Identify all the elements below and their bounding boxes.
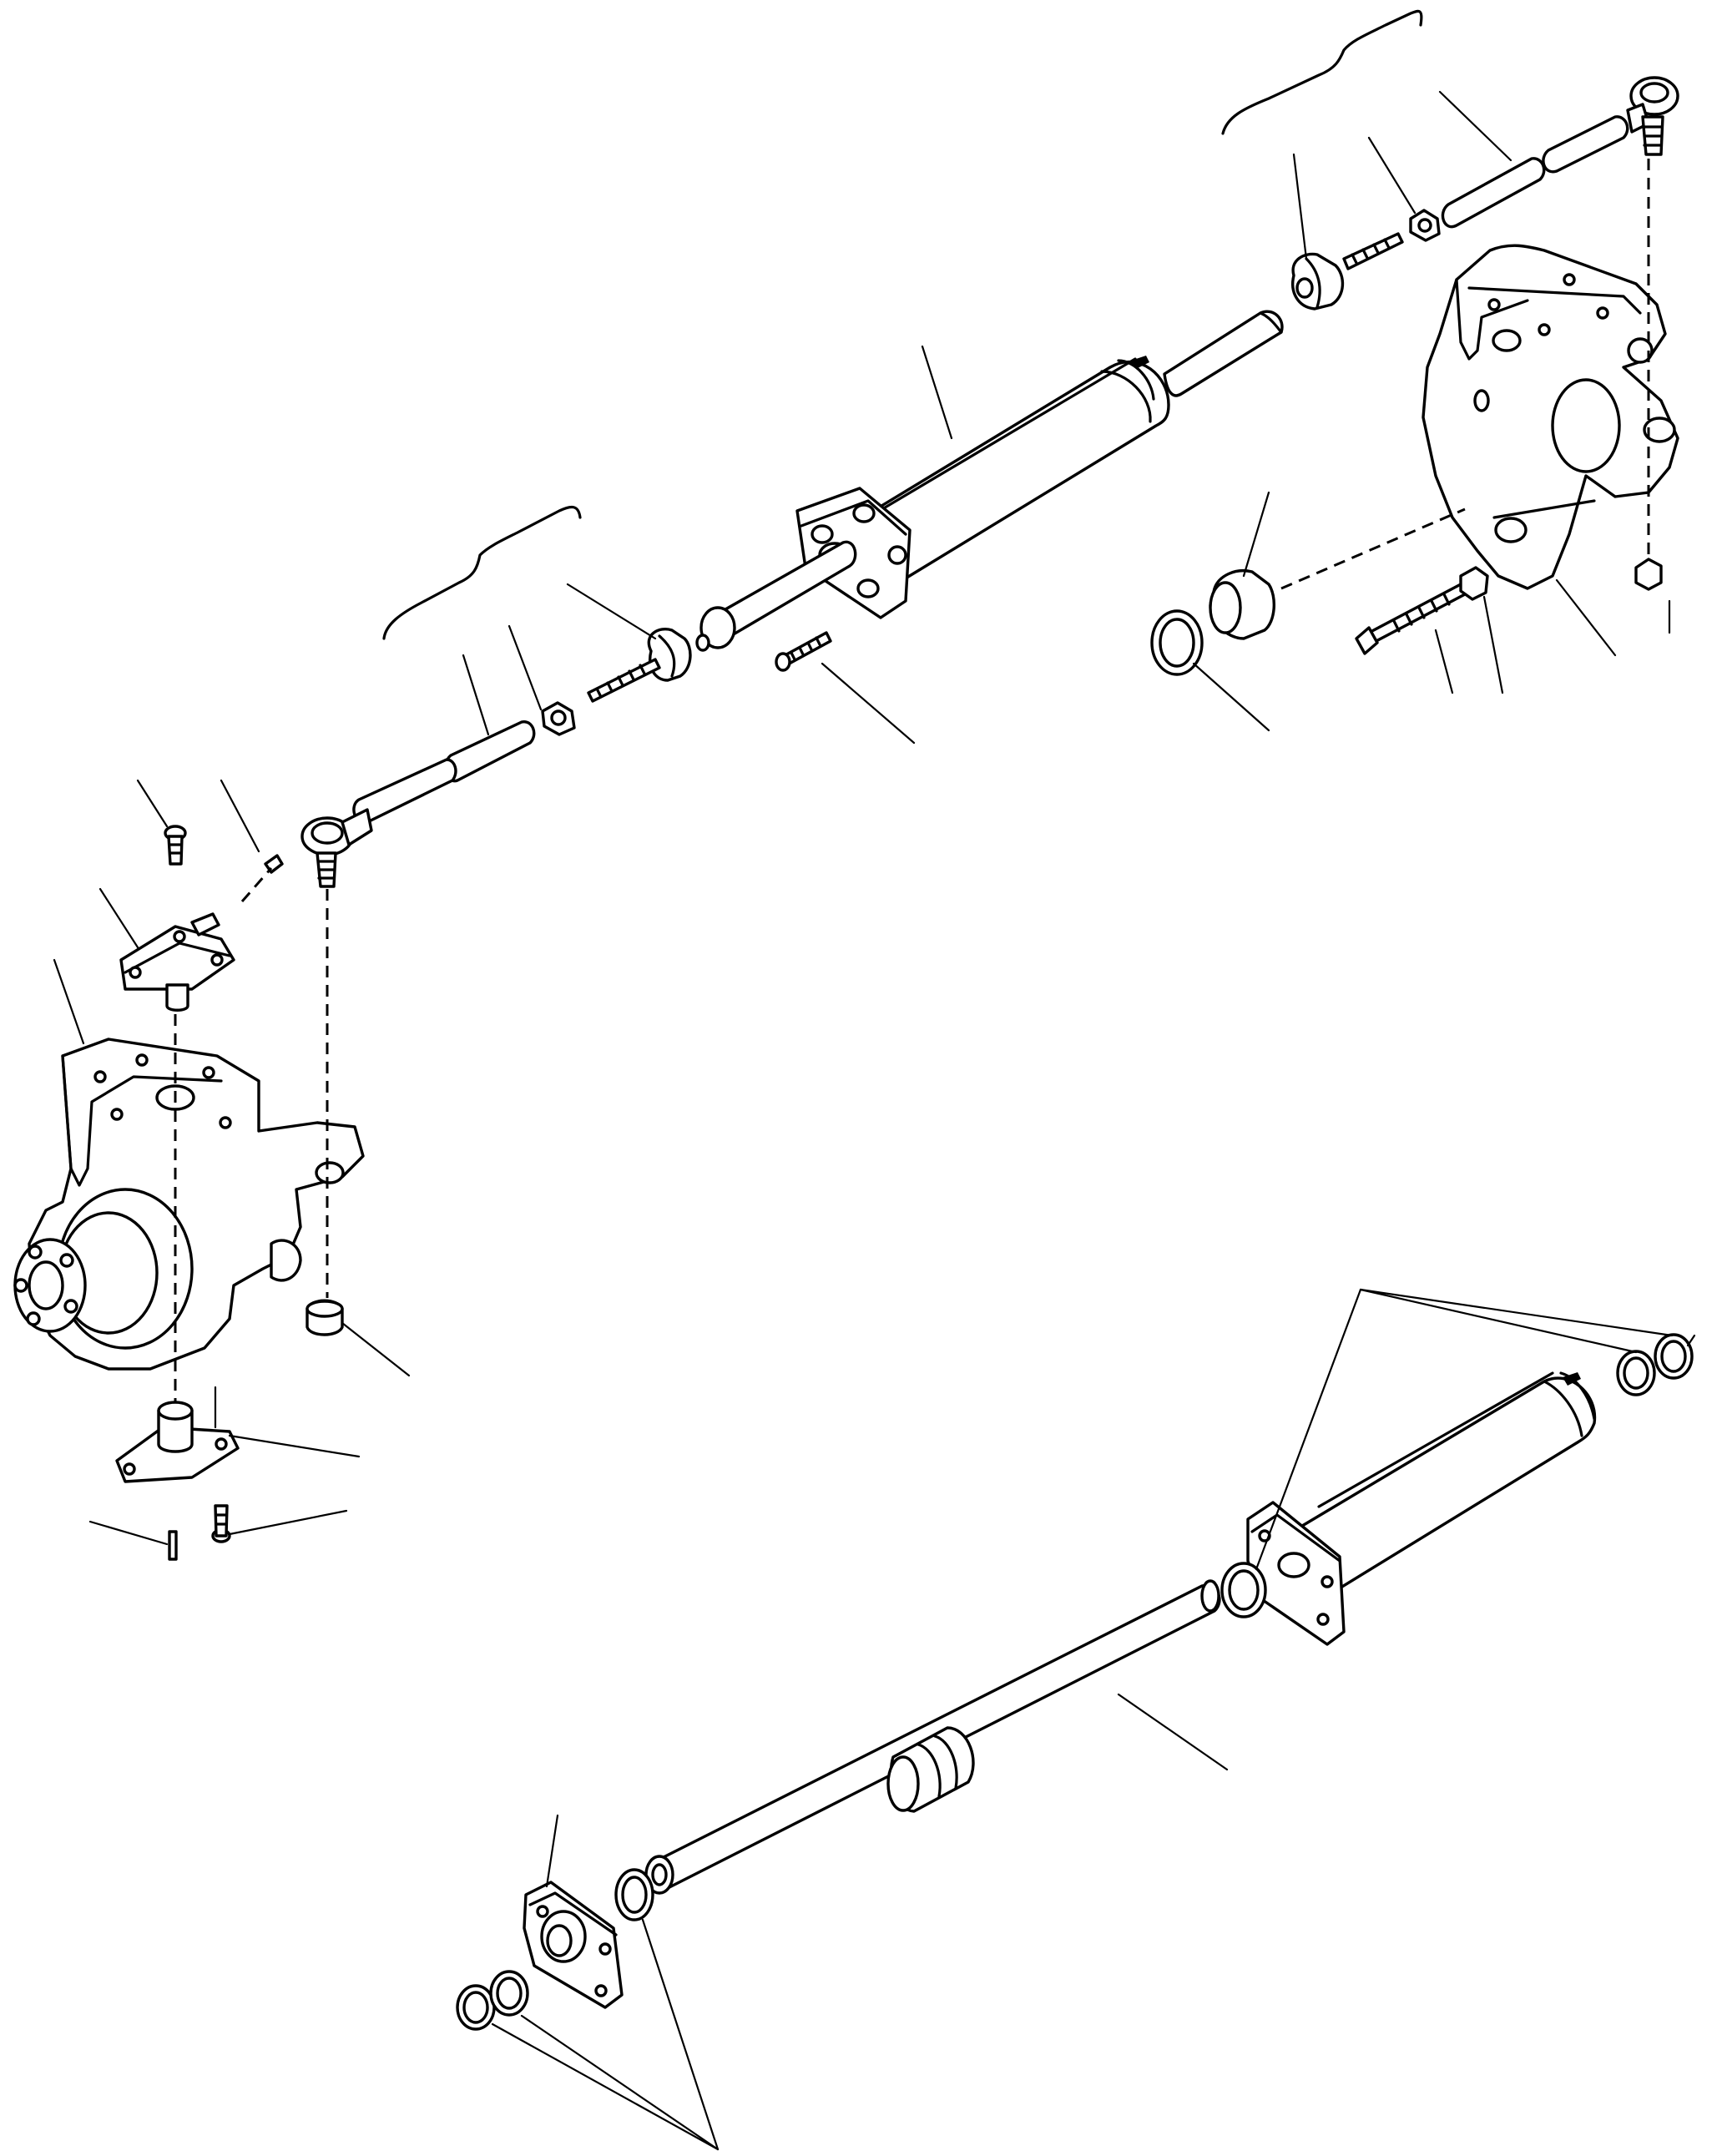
king-pin-cap-upper-left xyxy=(119,912,235,1012)
jam-nut-right xyxy=(1409,209,1441,242)
brace-right-tie-rod-group xyxy=(1221,9,1423,135)
upper-steering-cylinder-assembly xyxy=(300,9,1679,888)
o-ring-flange-right xyxy=(1220,1562,1267,1618)
cap-screw-lower-left xyxy=(211,1504,231,1543)
grease-nipple-left xyxy=(264,854,284,874)
steering-knuckle-left xyxy=(13,1038,365,1371)
tie-rod-end-right xyxy=(1626,76,1679,156)
leader-lines-right-knuckle xyxy=(1192,491,1671,732)
cap-screw-upper-left xyxy=(164,825,187,866)
o-rings-top-right xyxy=(1616,1333,1694,1396)
brace-left-tie-rod-group xyxy=(382,505,582,640)
lock-nut-left xyxy=(306,1299,344,1336)
knuckle-nut-right xyxy=(1459,566,1489,601)
bushing-right xyxy=(1209,569,1276,640)
knuckle-bolt-right xyxy=(1355,583,1467,655)
flange-bolt xyxy=(775,631,832,672)
gland-flange-lower-left xyxy=(523,1881,624,2009)
lower-cylinder-assembly xyxy=(456,1288,1696,2151)
cylinder-tube-lower xyxy=(1284,1371,1597,1602)
piston-lower xyxy=(886,1726,975,1813)
jam-nut-left xyxy=(541,701,576,736)
king-pin-cap-lower-left xyxy=(115,1401,240,1483)
steering-knuckle-right xyxy=(1280,159,1679,591)
piston-rod-left xyxy=(699,540,857,649)
ball-joint-right xyxy=(1291,232,1404,311)
o-rings-bottom-left xyxy=(456,1970,529,2031)
alignment-lines-left xyxy=(174,867,329,1402)
seal-ring-right xyxy=(1150,609,1204,676)
cylinder-flange-lower-right xyxy=(1246,1501,1346,1646)
o-ring-gland xyxy=(614,1868,654,1921)
ball-joint-left xyxy=(587,628,710,703)
leader-lines-upper xyxy=(462,90,1512,745)
tie-rod-tube-left xyxy=(352,720,536,825)
tie-rod-tube-right xyxy=(1441,115,1629,229)
tie-rod-end-left xyxy=(300,808,373,888)
leader-lines-left-knuckle xyxy=(53,779,411,1546)
pin-lower-left xyxy=(168,1530,178,1561)
leader-lines-lower xyxy=(491,1288,1696,2151)
steering-cylinder-barrel xyxy=(833,310,1284,594)
